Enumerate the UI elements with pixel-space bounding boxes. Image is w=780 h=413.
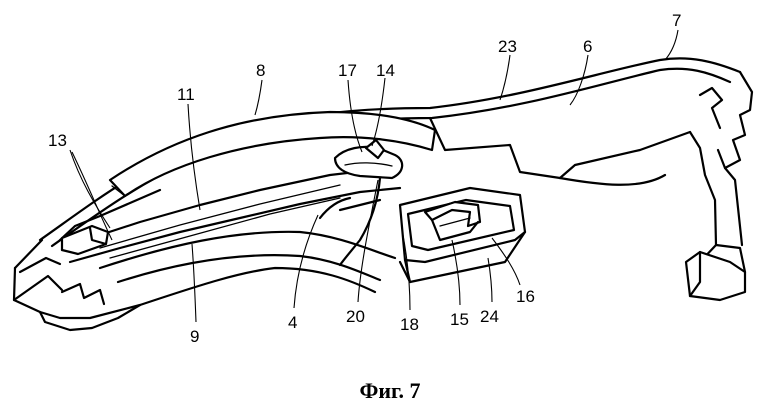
label-11: 11 (177, 85, 195, 104)
figure-caption: Фиг. 7 (0, 378, 780, 404)
label-14: 14 (376, 61, 395, 80)
label-18: 18 (400, 315, 419, 334)
label-6: 6 (583, 37, 592, 56)
label-8: 8 (256, 61, 265, 80)
label-16: 16 (516, 287, 535, 306)
label-9: 9 (190, 327, 199, 346)
label-7: 7 (672, 11, 681, 30)
label-23: 23 (498, 37, 517, 56)
label-20: 20 (346, 307, 365, 326)
label-15: 15 (450, 310, 469, 329)
label-24: 24 (480, 307, 499, 326)
label-13: 13 (48, 131, 67, 150)
label-4: 4 (288, 313, 297, 332)
spring-box (400, 188, 525, 282)
label-17: 17 (338, 61, 357, 80)
